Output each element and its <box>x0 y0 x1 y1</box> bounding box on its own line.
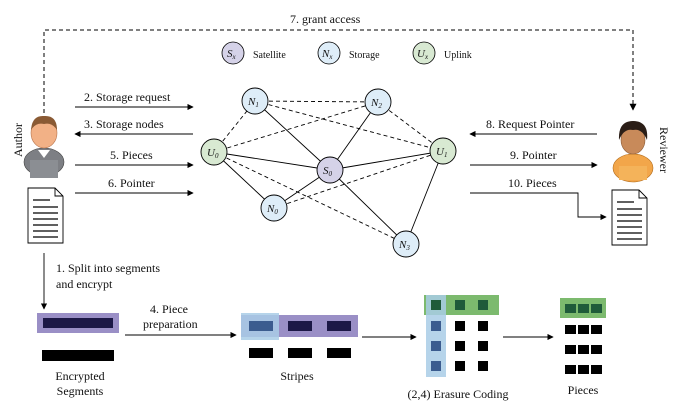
storage-nodes-label: 3. Storage nodes <box>84 117 164 131</box>
svg-text:N0: N0 <box>266 203 278 216</box>
erasure-coding-label: (2,4) Erasure Coding <box>408 387 509 401</box>
author-label: Author <box>11 123 25 157</box>
node-N3: N3 <box>392 230 420 258</box>
node-U1: U1 <box>429 137 457 165</box>
legend-satellite-swatch <box>221 41 245 65</box>
pieces-graphic <box>560 298 606 374</box>
stripes-label: Stripes <box>280 369 314 383</box>
node-N0: N0 <box>260 194 288 222</box>
legend-satellite-symbol: Sx <box>227 48 237 61</box>
pieces-down-label: 10. Pieces <box>508 176 557 190</box>
encrypted-label-line1: Encrypted <box>55 369 104 383</box>
encrypted-label-line2: Segments <box>57 384 104 398</box>
network-edges <box>213 100 444 245</box>
pieces-down-arrow <box>470 192 607 221</box>
svg-text:N3: N3 <box>398 239 410 252</box>
piece-preparation-line2: preparation <box>143 317 198 331</box>
legend-uplink-label: Uplink <box>444 50 472 61</box>
node-U0: U0 <box>200 138 228 166</box>
author-avatar-icon <box>23 115 65 178</box>
svg-text:N1: N1 <box>247 96 259 109</box>
reviewer-label: Reviewer <box>657 127 671 173</box>
erasure-coding-graphic <box>424 295 499 377</box>
stripes-graphic <box>241 313 358 358</box>
node-S0: S0 <box>316 156 344 184</box>
split-label-line1: 1. Split into segments <box>56 261 160 275</box>
piece-preparation-line1: 4. Piece <box>150 302 188 316</box>
reviewer-document-icon <box>611 189 648 246</box>
svg-text:S0: S0 <box>323 165 333 178</box>
pieces-label: Pieces <box>568 383 599 397</box>
pointer-up-label: 6. Pointer <box>108 176 155 190</box>
legend-uplink-symbol: Ux <box>417 48 429 61</box>
legend-storage-label: Storage <box>349 50 380 61</box>
legend-storage-symbol: Nx <box>321 48 333 61</box>
svg-text:U0: U0 <box>207 147 219 160</box>
svg-text:N2: N2 <box>370 97 382 110</box>
pointer-down-label: 9. Pointer <box>510 148 557 162</box>
reviewer-avatar-icon <box>612 121 654 183</box>
legend-uplink-swatch <box>412 41 436 65</box>
split-label-line2: and encrypt <box>56 277 113 291</box>
legend: Sx Satellite Nx Storage Ux Uplink <box>221 41 472 65</box>
svg-text:U1: U1 <box>436 146 447 159</box>
node-N2: N2 <box>364 88 392 116</box>
node-N1: N1 <box>241 87 269 115</box>
encrypted-segments-graphic <box>37 313 119 361</box>
request-pointer-label: 8. Request Pointer <box>486 117 574 131</box>
storage-request-label: 2. Storage request <box>84 90 171 104</box>
legend-storage-swatch <box>317 41 341 65</box>
author-document-icon <box>27 187 64 244</box>
pieces-up-label: 5. Pieces <box>110 148 153 162</box>
legend-satellite-label: Satellite <box>253 50 286 61</box>
grant-access-label: 7. grant access <box>290 12 361 26</box>
